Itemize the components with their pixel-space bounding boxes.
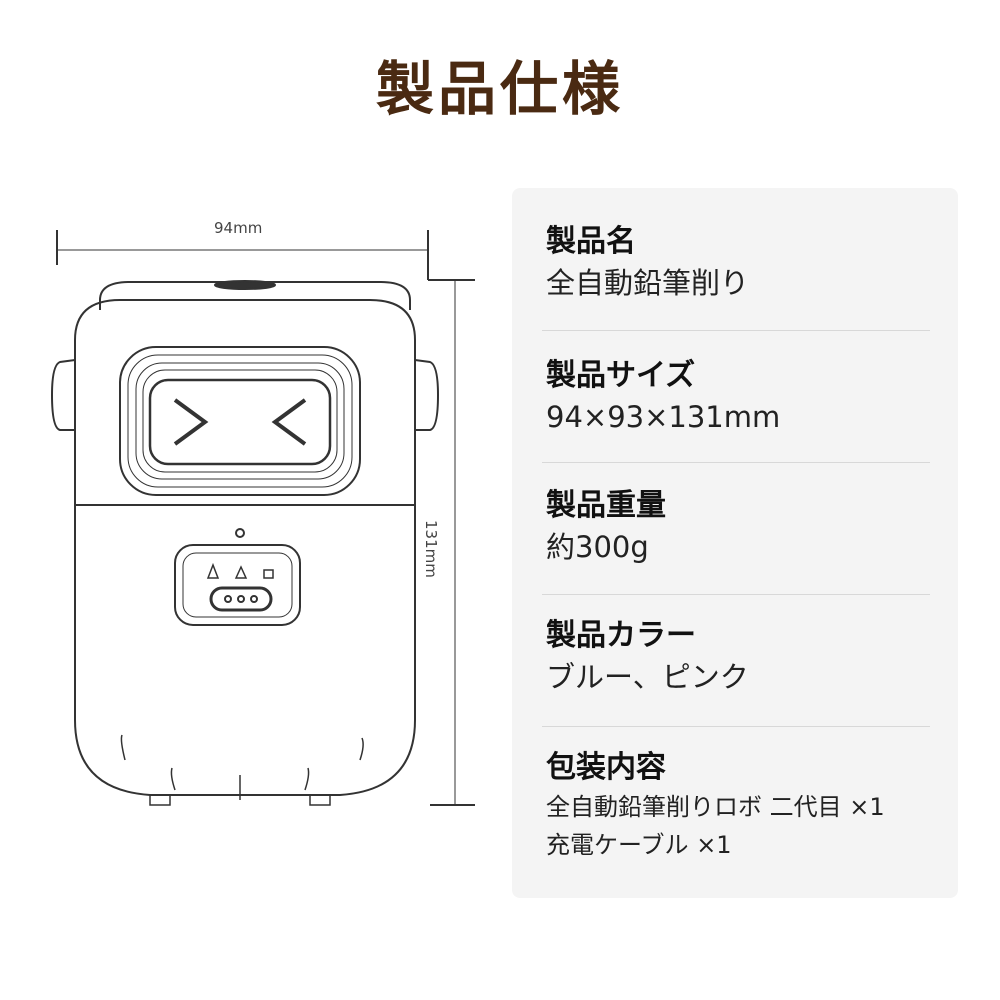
spec-value-line: 全自動鉛筆削りロボ 二代目 ×1 (546, 793, 885, 821)
divider (542, 330, 930, 331)
indicator-dot (235, 528, 245, 538)
spec-product-color: 製品カラー ブルー、ピンク (546, 616, 930, 698)
spec-heading: 製品カラー (546, 618, 696, 653)
spec-package-contents: 包装内容 全自動鉛筆削りロボ 二代目 ×1 充電ケーブル ×1 (546, 748, 930, 864)
spec-heading: 製品サイズ (546, 358, 696, 393)
robot-button-panel (174, 544, 301, 626)
spec-value-line: 充電ケーブル ×1 (546, 831, 732, 859)
robot-eye-panel (119, 346, 361, 496)
width-dimension-line (56, 230, 429, 280)
spec-heading: 製品重量 (546, 488, 666, 523)
spec-product-size: 製品サイズ 94×93×131mm (546, 356, 930, 438)
spec-heading: 製品名 (546, 224, 636, 259)
spec-value: 約300g (546, 530, 649, 564)
page-title: 製品仕様 (375, 55, 624, 123)
spec-heading: 包装内容 (546, 750, 666, 785)
spec-value: 全自動鉛筆削り (546, 266, 750, 300)
right-chevron-eye-icon (173, 398, 209, 446)
divider (542, 462, 930, 463)
spec-product-weight: 製品重量 約300g (546, 486, 930, 568)
divider (542, 594, 930, 595)
height-label: 131mm (422, 520, 440, 578)
robot-body (50, 280, 440, 796)
divider (542, 726, 930, 727)
left-chevron-eye-icon (271, 398, 307, 446)
spec-product-name: 製品名 全自動鉛筆削り (546, 222, 930, 304)
spec-value: ブルー、ピンク (546, 660, 749, 694)
robot-base (120, 734, 364, 806)
spec-panel: 製品名 全自動鉛筆削り 製品サイズ 94×93×131mm 製品重量 約300g… (512, 188, 958, 898)
spec-value: 94×93×131mm (546, 400, 781, 434)
height-dimension-line (428, 279, 475, 806)
width-label: 94mm (214, 219, 263, 237)
